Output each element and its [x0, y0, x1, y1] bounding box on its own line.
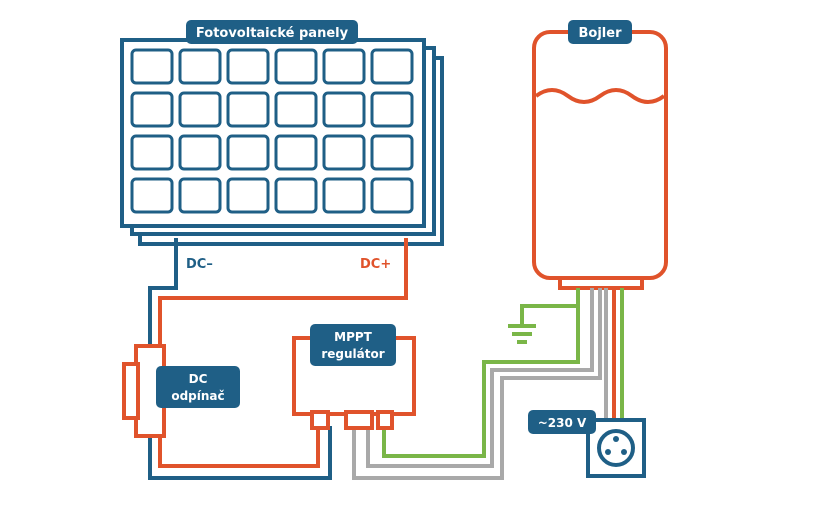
solar-cell [178, 48, 222, 85]
mppt-terminal-2 [344, 410, 374, 430]
boiler-heater-flange [558, 276, 644, 290]
solar-cell [130, 134, 174, 171]
label-dc-switch: DC odpínač [156, 366, 240, 408]
dc-switch-side [122, 362, 140, 420]
solar-cell [226, 134, 270, 171]
water-level-wave [534, 88, 666, 104]
ground-symbol-icon [508, 324, 536, 344]
solar-cell [274, 91, 318, 128]
power-socket-icon [586, 418, 646, 478]
label-switch-line1: DC [189, 372, 208, 386]
solar-cell [274, 48, 318, 85]
wire-ground-regulator [382, 288, 580, 458]
solar-cell [274, 134, 318, 171]
label-boiler-text: Bojler [579, 26, 623, 41]
solar-cell [226, 48, 270, 85]
solar-cell [370, 134, 414, 171]
boiler-tank [532, 30, 668, 280]
solar-panels [120, 38, 444, 246]
label-mppt-line2: regulátor [321, 347, 384, 361]
solar-cell [130, 48, 174, 85]
label-mppt-line1: MPPT [334, 330, 373, 344]
label-panels: Fotovoltaické panely [186, 20, 358, 44]
mppt-terminal-3 [376, 410, 394, 430]
wire-ac-gray-2 [366, 288, 594, 468]
solar-cell [178, 91, 222, 128]
label-switch-line2: odpínač [171, 389, 224, 403]
solar-cell [226, 91, 270, 128]
solar-cell [178, 177, 222, 214]
wire-ground-branch [520, 304, 578, 326]
solar-cell [130, 91, 174, 128]
solar-cell [322, 91, 366, 128]
solar-panel-front [120, 38, 426, 228]
label-panels-text: Fotovoltaické panely [196, 26, 349, 41]
solar-cell [370, 91, 414, 128]
solar-cell [178, 134, 222, 171]
solar-cell [322, 134, 366, 171]
label-dc-minus: DC– [186, 257, 213, 272]
solar-cell [322, 177, 366, 214]
solar-cell [322, 48, 366, 85]
label-boiler: Bojler [568, 20, 632, 44]
solar-cell [370, 177, 414, 214]
solar-cells [130, 48, 414, 214]
boiler [532, 30, 668, 290]
label-dc-plus: DC+ [360, 257, 391, 272]
label-mppt: MPPT regulátor [310, 324, 396, 366]
solar-cell [370, 48, 414, 85]
wire-ac-gray-1 [352, 288, 602, 480]
solar-cell [274, 177, 318, 214]
label-mains: ~230 V [528, 410, 596, 434]
mppt-terminal-1 [310, 410, 330, 430]
label-mains-text: ~230 V [538, 416, 587, 430]
solar-cell [226, 177, 270, 214]
solar-cell [130, 177, 174, 214]
